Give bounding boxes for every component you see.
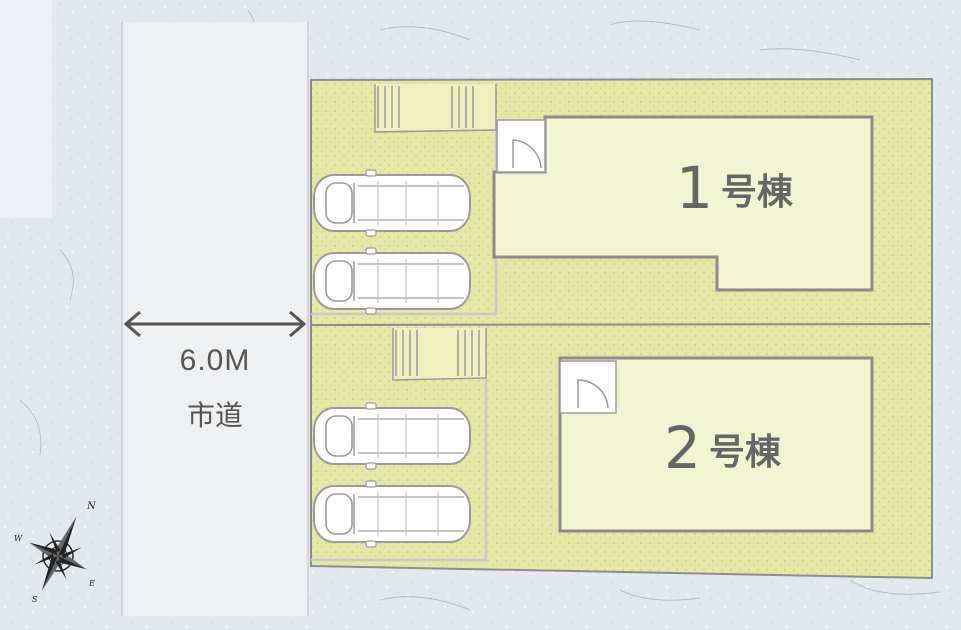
car-icon bbox=[313, 480, 471, 548]
building-2-number: 2 bbox=[664, 414, 701, 482]
building-2 bbox=[558, 356, 874, 533]
double-arrow-icon bbox=[123, 310, 307, 338]
lot-divider bbox=[310, 323, 931, 326]
building-2-suffix: 号棟 bbox=[708, 432, 781, 473]
light-panel bbox=[0, 0, 52, 218]
car-icon bbox=[313, 402, 471, 470]
stair-icon bbox=[374, 84, 497, 133]
compass-e: E bbox=[88, 579, 95, 588]
road-name-label: 市道 bbox=[186, 400, 243, 431]
compass-rose-icon: N E S W bbox=[14, 501, 97, 604]
building-1-number: 1 bbox=[676, 154, 713, 222]
road-width-label: 6.0M bbox=[179, 344, 251, 377]
building-1-suffix: 号棟 bbox=[720, 172, 793, 213]
stair-icon bbox=[392, 328, 487, 381]
car-icon bbox=[313, 169, 471, 237]
compass-s: S bbox=[32, 595, 38, 604]
road bbox=[122, 22, 308, 616]
car-icon bbox=[313, 247, 471, 315]
compass-w: W bbox=[14, 534, 23, 543]
compass-n: N bbox=[86, 501, 97, 512]
